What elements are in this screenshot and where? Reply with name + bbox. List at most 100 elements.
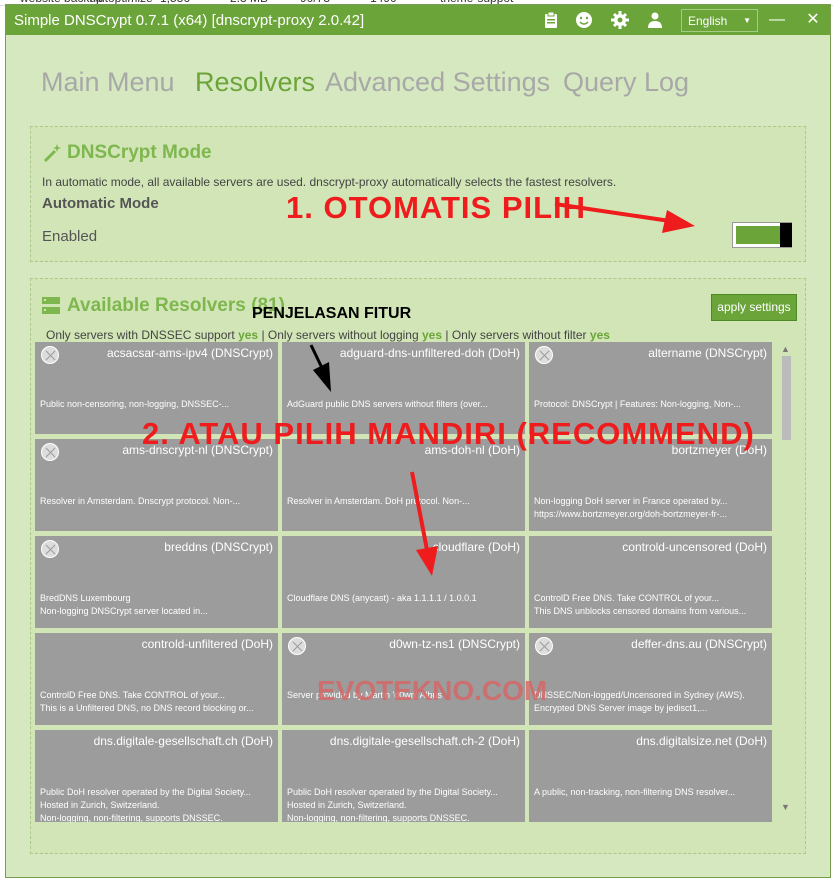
resolver-card[interactable]: dns.digitale-gesellschaft.ch-2 (DoH)Publ… xyxy=(282,730,525,822)
tab-resolvers[interactable]: Resolvers xyxy=(195,67,316,97)
resolver-description-line: Encrypted DNS Server image by jedisct1,.… xyxy=(534,703,708,713)
filter-nolog-toggle[interactable]: yes xyxy=(422,328,443,342)
resolver-description: DNSSEC/Non-logged/Uncensored in Sydney (… xyxy=(534,689,768,715)
disabled-check-icon[interactable] xyxy=(535,346,553,364)
resolver-description: Public DoH resolver operated by the Digi… xyxy=(40,786,274,822)
resolver-card[interactable]: altername (DNSCrypt)Protocol: DNSCrypt |… xyxy=(529,342,772,434)
window-title: Simple DNSCrypt 0.7.1 (x64) [dnscrypt-pr… xyxy=(14,12,365,29)
scroll-thumb[interactable] xyxy=(782,356,791,440)
scroll-down-icon[interactable]: ▼ xyxy=(781,802,790,812)
dnscrypt-mode-panel: DNSCrypt Mode In automatic mode, all ava… xyxy=(30,126,806,262)
resolver-card[interactable]: bortzmeyer (DoH) Non-logging DoH server i… xyxy=(529,439,772,531)
resolver-card[interactable]: cloudflare (DoH) Cloudflare DNS (anycast)… xyxy=(282,536,525,628)
resolver-description-line: This is a Unfiltered DNS, no DNS record … xyxy=(40,703,254,713)
resolver-scrollbar[interactable]: ▲ ▼ xyxy=(780,342,792,817)
tab-query-log[interactable]: Query Log xyxy=(563,67,690,97)
disabled-check-icon[interactable] xyxy=(41,443,59,461)
background-text: website backup xyxy=(20,0,103,5)
resolver-description: Public DoH resolver operated by the Digi… xyxy=(287,786,521,822)
tab-main-menu[interactable]: Main Menu xyxy=(41,67,175,97)
filter-dnssec-toggle[interactable]: yes xyxy=(238,328,259,342)
disabled-check-icon[interactable] xyxy=(288,637,306,655)
filter-nofilter-toggle[interactable]: yes xyxy=(589,328,610,342)
resolver-description-line: Non-logging DNSCrypt server located in..… xyxy=(40,606,208,616)
resolver-filters: Only servers with DNSSEC support yes | O… xyxy=(46,328,610,342)
resolver-description: Server provided by Martin 'd0wn' Albus xyxy=(287,689,521,702)
resolver-name: controld-uncensored (DoH) xyxy=(622,540,767,554)
background-text: 1490 xyxy=(370,0,397,5)
annotation-feature: PENJELASAN FITUR xyxy=(252,305,412,322)
background-window-edge xyxy=(0,6,6,882)
resolver-description: Resolver in Amsterdam. Dnscrypt protocol… xyxy=(40,495,274,508)
resolver-name: controld-unfiltered (DoH) xyxy=(141,637,273,651)
resolver-description: AdGuard public DNS servers without filte… xyxy=(287,398,521,411)
resolver-description-line: Resolver in Amsterdam. Dnscrypt protocol… xyxy=(40,496,241,506)
close-button[interactable]: ✕ xyxy=(806,11,820,28)
resolver-name: bortzmeyer (DoH) xyxy=(671,443,767,457)
resolver-name: ams-doh-nl (DoH) xyxy=(424,443,520,457)
resolver-card[interactable]: deffer-dns.au (DNSCrypt) DNSSEC/Non-logge… xyxy=(529,633,772,725)
resolver-description-line: A public, non-tracking, non-filtering DN… xyxy=(534,787,736,797)
resolver-card[interactable]: dns.digitalsize.net (DoH) A public, non-t… xyxy=(529,730,772,822)
title-bar[interactable]: Simple DNSCrypt 0.7.1 (x64) [dnscrypt-pr… xyxy=(6,5,830,35)
resolver-grid: acsacsar-ams-ipv4 (DNSCrypt)Public non-c… xyxy=(35,342,780,822)
resolver-name: cloudflare (DoH) xyxy=(432,540,520,554)
gear-icon[interactable] xyxy=(611,11,629,29)
background-text: 90/73 xyxy=(300,0,330,5)
resolver-card[interactable]: ams-doh-nl (DoH) Resolver in Amsterdam. D… xyxy=(282,439,525,531)
annotation-step-1: 1. OTOMATIS PILIH xyxy=(286,190,587,225)
resolver-description-line: This DNS unblocks censored domains from … xyxy=(534,606,747,616)
resolver-card[interactable]: dns.digitale-gesellschaft.ch (DoH) Public… xyxy=(35,730,278,822)
resolver-description-line: Server provided by Martin 'd0wn' Albus xyxy=(287,690,443,700)
resolver-name: deffer-dns.au (DNSCrypt) xyxy=(631,637,767,651)
resolver-description-line: ControlD Free DNS. Take CONTROL of your.… xyxy=(534,593,720,603)
resolver-description-line: AdGuard public DNS servers without filte… xyxy=(287,399,488,409)
resolver-description-line: DNSSEC/Non-logged/Uncensored in Sydney (… xyxy=(534,690,745,700)
resolver-description-line: Hosted in Zurich, Switzerland. xyxy=(40,800,160,810)
resolver-description: Cloudflare DNS (anycast) - aka 1.1.1.1 /… xyxy=(287,592,521,605)
resolver-description-line: Public DoH resolver operated by the Digi… xyxy=(40,787,251,797)
automatic-mode-toggle[interactable] xyxy=(732,222,792,248)
tab-advanced-settings[interactable]: Advanced Settings xyxy=(325,67,551,97)
resolver-card[interactable]: d0wn-tz-ns1 (DNSCrypt)Server provided by… xyxy=(282,633,525,725)
resolver-card[interactable]: ams-dnscrypt-nl (DNSCrypt) Resolver in Am… xyxy=(35,439,278,531)
resolver-description-line: Non-logging, non-filtering, supports DNS… xyxy=(287,813,470,822)
clipboard-icon[interactable] xyxy=(542,11,560,29)
resolvers-heading: Available Resolvers (81) xyxy=(67,295,285,316)
disabled-check-icon[interactable] xyxy=(41,540,59,558)
resolver-description: Public non-censoring, non-logging, DNSSE… xyxy=(40,398,274,411)
disabled-check-icon[interactable] xyxy=(41,346,59,364)
apply-settings-button[interactable]: apply settings xyxy=(711,294,797,321)
minimize-button[interactable]: — xyxy=(769,11,785,28)
resolver-description-line: Protocol: DNSCrypt | Features: Non-loggi… xyxy=(534,399,741,409)
resolver-name: breddns (DNSCrypt) xyxy=(164,540,273,554)
resolver-description: Non-logging DoH server in France operate… xyxy=(534,495,768,521)
toggle-knob[interactable] xyxy=(780,223,792,247)
resolver-name: dns.digitalsize.net (DoH) xyxy=(636,734,767,748)
filter-dnssec-label: Only servers with DNSSEC support xyxy=(46,328,235,342)
resolver-name: adguard-dns-unfiltered-doh (DoH) xyxy=(339,346,520,360)
automatic-mode-label: Automatic Mode xyxy=(42,195,159,212)
language-select[interactable]: English ▼ xyxy=(681,9,758,32)
resolver-description-line: https://www.bortzmeyer.org/doh-bortzmeye… xyxy=(534,509,728,519)
resolver-description: Protocol: DNSCrypt | Features: Non-loggi… xyxy=(534,398,768,411)
resolver-card[interactable]: controld-uncensored (DoH) ControlD Free D… xyxy=(529,536,772,628)
resolver-description-line: BredDNS Luxembourg xyxy=(40,593,131,603)
resolver-description-line: Non-logging, non-filtering, supports DNS… xyxy=(40,813,223,822)
background-text: theme-suppot xyxy=(440,0,513,5)
user-icon[interactable] xyxy=(646,11,664,29)
resolver-description-line: Resolver in Amsterdam. DoH protocol. Non… xyxy=(287,496,470,506)
scroll-up-icon[interactable]: ▲ xyxy=(781,344,790,354)
resolver-card[interactable]: controld-unfiltered (DoH) ControlD Free D… xyxy=(35,633,278,725)
resolver-description-line: ControlD Free DNS. Take CONTROL of your.… xyxy=(40,690,226,700)
resolver-name: dns.digitale-gesellschaft.ch (DoH) xyxy=(93,734,273,748)
resolver-card[interactable]: adguard-dns-unfiltered-doh (DoH) AdGuard … xyxy=(282,342,525,434)
resolver-name: ams-dnscrypt-nl (DNSCrypt) xyxy=(122,443,273,457)
resolver-card[interactable]: acsacsar-ams-ipv4 (DNSCrypt)Public non-c… xyxy=(35,342,278,434)
disabled-check-icon[interactable] xyxy=(535,637,553,655)
resolver-description: ControlD Free DNS. Take CONTROL of your.… xyxy=(534,592,768,618)
smiley-icon[interactable] xyxy=(575,11,593,29)
background-text: 2.3 MB xyxy=(230,0,268,5)
